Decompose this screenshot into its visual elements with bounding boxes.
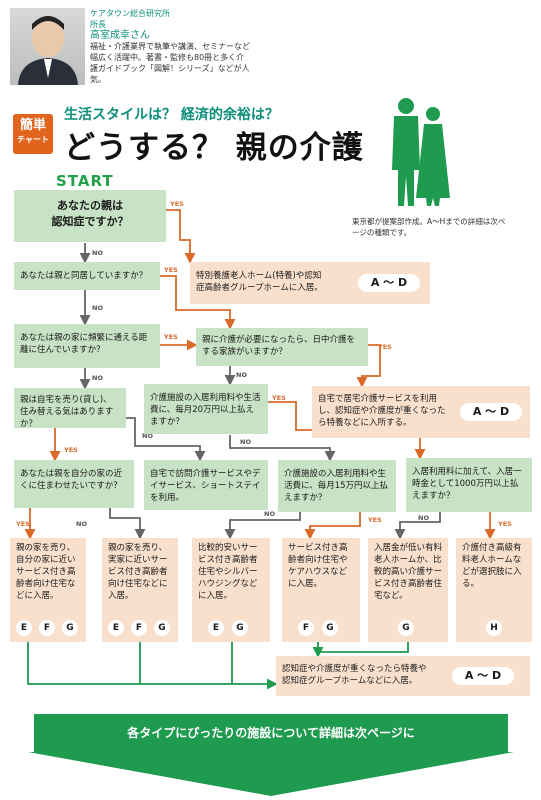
no-label: NO: [142, 432, 153, 440]
author-org: ケアタウン総合研究所: [90, 9, 170, 18]
letter-badge: E: [16, 620, 32, 636]
no-label: NO: [240, 438, 251, 446]
result-nursing-home: 特別養護老人ホーム(特養)や認知症高齢者グループホームに入居。 A 〜 D: [190, 262, 430, 304]
result-nursing-home-text: 特別養護老人ホーム(特養)や認知症高齢者グループホームに入居。: [196, 271, 323, 293]
next-page-banner: 各タイプにぴったりの施設について詳細は次ページに: [34, 714, 508, 752]
result-sell-near-you: 親の家を売り、自分の家に近いサービス付き高齢者向け住宅などに入居。 E F G: [10, 538, 86, 642]
question-pay-200k: 介護施設の入居利用料や生活費に、毎月20万円以上払えますか？: [144, 384, 268, 434]
letter-badge: E: [208, 620, 224, 636]
yes-label: YES: [498, 520, 512, 528]
letter-badge: E: [108, 620, 124, 636]
letter-badge: G: [232, 620, 248, 636]
result-low-deposit-home: 入居金が低い有料老人ホームか、比較的高い介護サービス付き高齢者住宅など。 G: [368, 538, 448, 642]
chart-note: 東京都が提案部作成。A〜Hまでの詳細は次ページの種類です。: [352, 217, 506, 237]
result-sell-near-you-text: 親の家を売り、自分の家に近いサービス付き高齢者向け住宅などに入居。: [16, 543, 76, 601]
yes-label: YES: [378, 343, 392, 351]
result-dementia-group-home-text: 認知症や介護度が重くなったら特養や認知症グループホームなどに入居。: [282, 664, 427, 686]
page-subtitle: 生活スタイルは？ 経済的余裕は？: [64, 107, 279, 123]
letter-badge: F: [298, 620, 314, 636]
author-description: 福祉・介護業界で執筆や講演、セミナーなど幅広く活躍中。著書・監修も80冊と多く介…: [90, 42, 250, 84]
yes-label: YES: [164, 333, 178, 341]
result-affordable-housing: 比較的安いサービス付き高齢者住宅やシルバーハウジングなどに入居。 E G: [192, 538, 270, 642]
letter-badge: F: [131, 620, 147, 636]
yes-label: YES: [64, 446, 78, 454]
grade-pill: A 〜 D: [460, 403, 522, 421]
yes-label: YES: [368, 516, 382, 524]
no-label: NO: [236, 371, 247, 379]
result-luxury-home: 介護付き高級有料老人ホームなどが選択肢に入る。 H: [456, 538, 532, 642]
author-portrait-icon: [18, 16, 78, 85]
author-role: 所長: [90, 20, 106, 29]
letter-badge: G: [322, 620, 338, 636]
no-label: NO: [76, 520, 87, 528]
result-service-housing-text: サービス付き高齢者向け住宅やケアハウスなどに入居。: [288, 543, 348, 589]
home-care-services: 自宅で訪問介護サービスやデイサービス、ショートステイを利用。: [144, 460, 268, 510]
yes-label: YES: [164, 266, 178, 274]
result-home-then-nursing: 自宅で居宅介護サービスを利用し、認知症や介護度が重くなったら特養などに入所する。…: [312, 386, 530, 438]
page-title: どうする？ 親の介護: [64, 130, 364, 166]
question-daytime-caregiver: 親に介護が必要になったら、日中介護をする家族がいますか？: [196, 328, 368, 366]
yes-label: YES: [272, 394, 286, 402]
letter-badge: F: [39, 620, 55, 636]
result-luxury-home-text: 介護付き高級有料老人ホームなどが選択肢に入る。: [462, 543, 522, 589]
tag-line1: 簡単: [19, 118, 46, 133]
yes-label: YES: [170, 200, 184, 208]
no-label: NO: [92, 249, 103, 257]
yes-label: YES: [16, 520, 30, 528]
letter-badge: G: [62, 620, 78, 636]
chart-tag: 簡単 チャート: [13, 114, 53, 154]
question-relocate-home: 親は自宅を売り(貸し)、住み替える気はありますか？: [14, 388, 126, 429]
question-deposit-10m: 入居利用料に加えて、入居一時金として1000万円以上払えますか？: [406, 458, 532, 512]
author-photo: [10, 8, 85, 85]
tag-line2: チャート: [17, 135, 49, 144]
question-pay-150k: 介護施設の入居利用料や生活費に、毎月15万円以上払えますか？: [278, 460, 396, 512]
result-home-then-nursing-text: 自宅で居宅介護サービスを利用し、認知症や介護度が重くなったら特養などに入所する。: [318, 394, 446, 428]
letter-badge: G: [154, 620, 170, 636]
no-label: NO: [418, 514, 429, 522]
question-living-together: あなたは親と同居していますか？: [14, 262, 160, 290]
letter-badge: H: [486, 620, 502, 636]
result-affordable-housing-text: 比較的安いサービス付き高齢者住宅やシルバーハウジングなどに入居。: [198, 543, 258, 601]
result-sell-near-parents: 親の家を売り、実家に近いサービス付き高齢者向け住宅などに入居。 E F G: [102, 538, 178, 642]
down-arrow-icon: [28, 752, 514, 796]
result-low-deposit-home-text: 入居金が低い有料老人ホームか、比較的高い介護サービス付き高齢者住宅など。: [374, 543, 443, 601]
question-visit-distance: あなたは親の家に頻繁に通える距離に住んでいますか？: [14, 324, 160, 368]
question-dementia: あなたの親は 認知症ですか？: [14, 190, 166, 242]
result-sell-near-parents-text: 親の家を売り、実家に近いサービス付き高齢者向け住宅などに入居。: [108, 543, 168, 601]
grade-pill: A 〜 D: [358, 274, 420, 292]
letter-badge: G: [398, 620, 414, 636]
result-service-housing: サービス付き高齢者向け住宅やケアハウスなどに入居。 F G: [282, 538, 360, 642]
question-live-nearby: あなたは親を自分の家の近くに住まわせたいですか？: [14, 460, 134, 508]
no-label: NO: [92, 374, 103, 382]
no-label: NO: [264, 510, 275, 518]
grade-pill: A 〜 D: [452, 667, 514, 685]
result-dementia-group-home: 認知症や介護度が重くなったら特養や認知症グループホームなどに入居。 A 〜 D: [276, 656, 530, 696]
author-bio: ケアタウン総合研究所 所長 高室成幸さん 福祉・介護業界で執筆や講演、セミナーな…: [90, 8, 250, 85]
start-label: START: [56, 172, 114, 190]
author-name: 高室成幸さん: [90, 30, 150, 41]
no-label: NO: [92, 304, 103, 312]
